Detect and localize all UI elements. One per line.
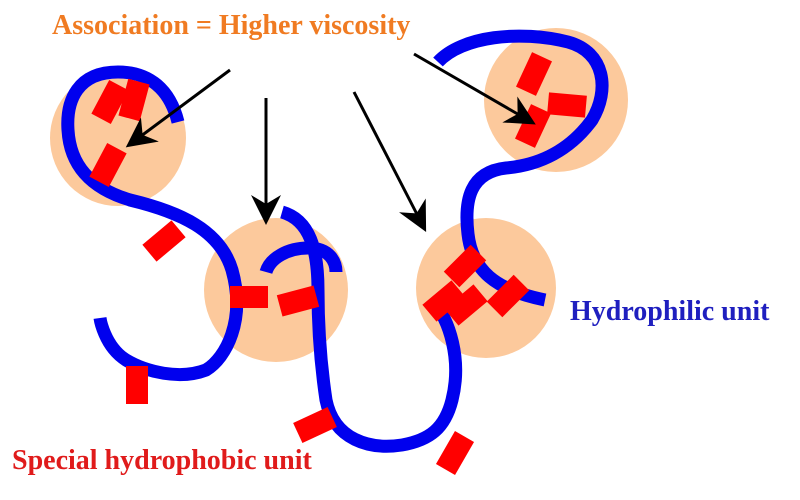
hydrophobic-blocks bbox=[89, 52, 587, 475]
hydrophobic-block bbox=[443, 244, 487, 288]
hydrophobic-block bbox=[293, 407, 337, 443]
hydrophobic-block bbox=[444, 284, 488, 326]
hydrophobic-block bbox=[486, 274, 530, 318]
polymer-chain bbox=[61, 65, 244, 382]
polymer-chain bbox=[279, 205, 463, 453]
hydrophobic-block bbox=[118, 78, 150, 122]
association-zone bbox=[416, 218, 556, 358]
arrow-icon bbox=[413, 52, 536, 125]
hydrophobic-block bbox=[91, 80, 129, 124]
arrows bbox=[125, 52, 536, 233]
hydrophobic-block bbox=[126, 366, 148, 404]
hydrophobic-block bbox=[230, 286, 268, 308]
hydrophobic-unit-label: Special hydrophobic unit bbox=[12, 445, 312, 476]
arrow-icon bbox=[125, 68, 231, 148]
hydrophobic-block bbox=[142, 220, 186, 262]
hydrophobic-block bbox=[276, 285, 320, 317]
polymer-chains bbox=[61, 29, 609, 453]
polymer-chain bbox=[259, 241, 343, 275]
hydrophobic-block bbox=[422, 280, 466, 322]
polymer-chain bbox=[433, 29, 609, 307]
hydrophobic-block bbox=[89, 143, 127, 187]
hydrophobic-block bbox=[435, 431, 475, 475]
hydrophobic-block bbox=[516, 52, 552, 96]
arrow-icon bbox=[352, 91, 427, 233]
association-label: Association = Higher viscosity bbox=[52, 10, 411, 41]
hydrophobic-block bbox=[515, 104, 551, 148]
hydrophilic-unit-label: Hydrophilic unit bbox=[570, 296, 770, 327]
hydrophobic-block bbox=[547, 92, 587, 118]
